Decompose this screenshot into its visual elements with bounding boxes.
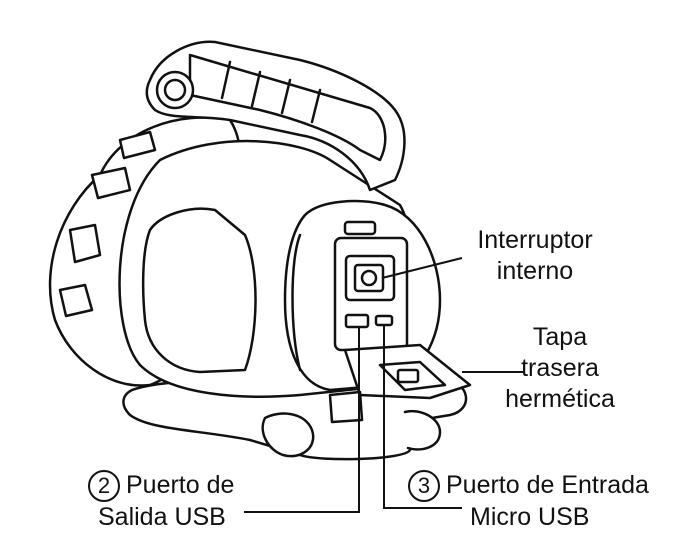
- body-panel: [141, 207, 257, 374]
- ring-grip-1: [68, 223, 102, 264]
- top-latch: [343, 220, 377, 236]
- base-foot-left: [261, 412, 315, 458]
- callout-number-3: 3: [408, 470, 440, 503]
- usb-out-text-1: Puerto de: [126, 471, 235, 499]
- switch-line-1: Interruptor: [477, 226, 593, 254]
- ring-grip-4: [118, 130, 157, 160]
- usb-in-text-1: Puerto de Entrada: [446, 471, 649, 499]
- leader-usb-out: [244, 327, 360, 513]
- usb-out-port: [344, 313, 370, 329]
- usb-in-line-2: Micro USB: [470, 503, 590, 532]
- cover-line-1: Tapa: [532, 323, 588, 351]
- ring-grip-3: [58, 283, 94, 318]
- usb-out-line-2: Salida USB: [98, 503, 226, 532]
- base-foot-right: [403, 409, 442, 451]
- cover-line-2: trasera: [521, 354, 599, 382]
- rear-cap-rim: [291, 233, 302, 372]
- label-rear-cover: Tapa trasera hermética: [500, 322, 620, 415]
- handle-rib-1: [220, 60, 232, 100]
- hinge-mount: [328, 390, 364, 424]
- micro-usb-port: [374, 314, 394, 327]
- leader-switch: [381, 257, 463, 279]
- switch-line-2: interno: [496, 257, 574, 285]
- ring-grip-2: [90, 166, 132, 200]
- handle-rib-4: [310, 88, 322, 124]
- handle-rib-2: [250, 70, 262, 108]
- callout-number-2: 2: [88, 470, 120, 503]
- leader-usb-in: [383, 325, 462, 509]
- handle-grip: [188, 53, 387, 162]
- cover-line-3: hermética: [505, 385, 615, 413]
- label-internal-switch: Interruptor interno: [465, 225, 605, 287]
- handle-rib-3: [280, 78, 292, 115]
